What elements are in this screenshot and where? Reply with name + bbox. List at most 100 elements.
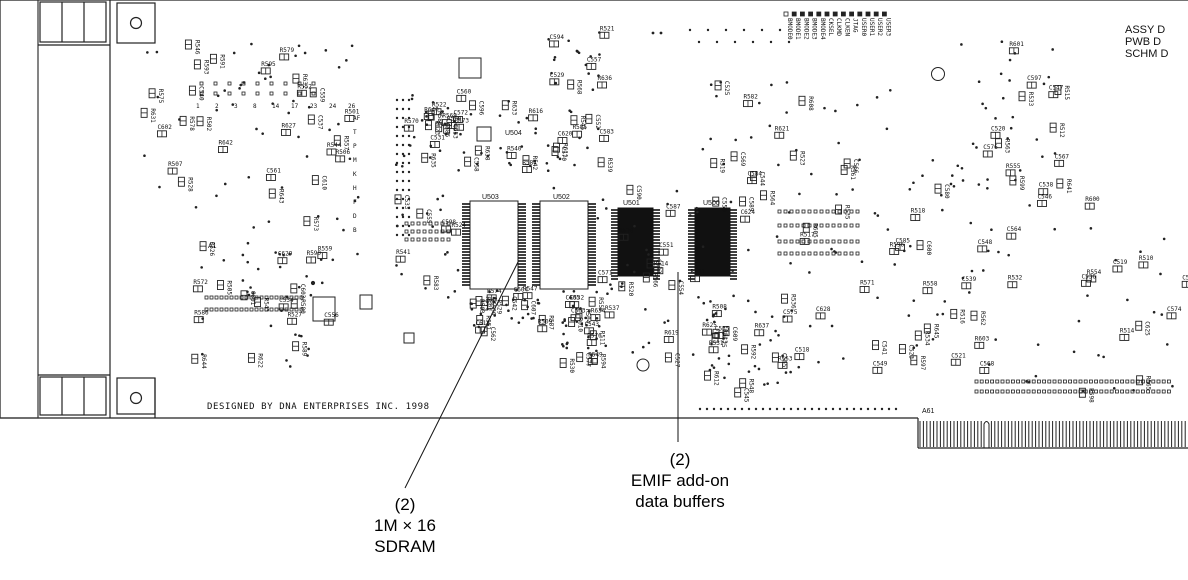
- ref-r634: R634: [591, 308, 606, 315]
- ref-r549: R549: [588, 352, 603, 359]
- ref-c610: C610: [320, 176, 327, 191]
- ref-r582: R582: [743, 94, 758, 101]
- ref-r525: R525: [720, 333, 727, 348]
- header-row-letter: AF: [353, 115, 361, 122]
- ref-r594: R594: [599, 354, 606, 369]
- ref-r598: R598: [1087, 388, 1094, 403]
- ref-c565: C565: [780, 353, 787, 368]
- ref-c556: C556: [324, 312, 339, 319]
- emif-desc: data buffers: [635, 492, 725, 511]
- ref-c618: C618: [476, 320, 491, 327]
- ref-r509: R509: [538, 319, 553, 326]
- ref-c544: C544: [759, 172, 766, 187]
- sdram-spec: 1M × 16: [374, 516, 436, 535]
- ref-r518: R518: [911, 208, 926, 215]
- ref-r510: R510: [1139, 255, 1154, 262]
- sdram-count: (2): [394, 495, 416, 514]
- jtag-pin-label: BMODE3: [811, 18, 818, 40]
- jtag-pin-label: BMODE1: [794, 18, 801, 40]
- ref-r508: R508: [712, 304, 727, 311]
- ref-r561: R561: [849, 165, 856, 180]
- jtag-pin-label: BMODE2: [802, 18, 809, 40]
- callout-leaders: [404, 261, 679, 489]
- ref-r521: R521: [600, 25, 615, 32]
- ref-r590: R590: [307, 250, 322, 257]
- ref-r575: R575: [157, 89, 164, 104]
- ref-r578: R578: [188, 116, 195, 131]
- jtag-pin-label: USER1: [868, 18, 875, 36]
- ref-r611: R611: [561, 143, 568, 158]
- ref-r511: R511: [598, 331, 605, 346]
- ref-r627: R627: [281, 122, 296, 129]
- ref-r557: R557: [342, 136, 349, 151]
- ref-r507: R507: [168, 161, 183, 168]
- ref-c600: C600: [925, 241, 932, 256]
- ref-c527: C527: [673, 353, 680, 368]
- ref-r512: R512: [1058, 123, 1065, 138]
- ref-c580: C580: [943, 184, 950, 199]
- ref-r633: R633: [510, 101, 517, 116]
- ref-r640: R640: [424, 106, 439, 113]
- ref-c537: C537: [316, 115, 323, 130]
- ref-r589: R589: [301, 342, 308, 357]
- assy-line: ASSY D: [1125, 24, 1166, 36]
- ref-r569: R569: [442, 113, 457, 120]
- ref-c552: C552: [594, 114, 601, 129]
- ref-r623: R623: [433, 121, 440, 136]
- header-pin-number: 24: [329, 103, 337, 110]
- ref-r588: R588: [436, 111, 443, 126]
- ref-r580: R580: [299, 299, 306, 314]
- header-row-letter: M: [353, 157, 357, 164]
- ref-r530: R530: [568, 358, 575, 373]
- header-pin-number: 23: [310, 103, 318, 110]
- ref-c551: C551: [659, 242, 674, 249]
- jtag-pin-label: CLKEN: [843, 18, 850, 36]
- ref-c531: C531: [430, 134, 445, 141]
- ref-c570: C570: [560, 147, 567, 162]
- ref-r573: R573: [312, 217, 319, 232]
- ref-c569: C569: [739, 152, 746, 167]
- ref-c602: C602: [157, 124, 172, 131]
- ref-c623: C623: [655, 259, 662, 274]
- ref-r540: R540: [507, 145, 522, 152]
- ref-c521: C521: [951, 352, 966, 359]
- sdram-callout: (2) 1M × 16 SDRAM: [345, 494, 465, 557]
- ref-r579: R579: [280, 47, 295, 54]
- ref-c575: C575: [783, 309, 798, 316]
- ref-r560: R560: [447, 116, 462, 123]
- ref-c540: C540: [197, 86, 204, 101]
- ref-c624: C624: [741, 209, 756, 216]
- ref-c589: C589: [748, 197, 755, 212]
- ref-r610: R610: [577, 318, 584, 333]
- ref-c568: C568: [980, 361, 995, 368]
- label-u504: U504: [505, 130, 522, 137]
- buffer-chip-u500: [688, 207, 737, 280]
- ref-r513: R513: [721, 329, 728, 344]
- ref-r644: R644: [200, 354, 207, 369]
- ref-r641: R641: [1065, 179, 1072, 194]
- ref-r642: R642: [218, 140, 233, 147]
- ref-c590: C590: [635, 185, 642, 200]
- ref-c554: C554: [677, 281, 684, 296]
- ref-c607: C607: [530, 301, 537, 316]
- ref-r608: R608: [807, 96, 814, 111]
- ref-c586: C586: [444, 123, 451, 138]
- ref-c596: C596: [478, 101, 485, 116]
- sdram-leader: [404, 261, 519, 489]
- ref-r538: R538: [619, 227, 634, 234]
- header-row-letter: F: [353, 199, 357, 206]
- ref-r591: R591: [218, 54, 225, 69]
- sdram-type: SDRAM: [374, 537, 436, 556]
- ref-r536: R536: [790, 294, 797, 309]
- ref-c557: C557: [587, 56, 602, 63]
- ref-r599: R599: [1018, 176, 1025, 191]
- ref-r584: R584: [522, 160, 537, 167]
- ref-r583: R583: [432, 276, 439, 291]
- jtag-pin-label: USER0: [860, 18, 867, 36]
- ref-c555: C555: [425, 209, 432, 224]
- ref-r543: R543: [263, 298, 270, 313]
- ref-r533: R533: [1027, 92, 1034, 107]
- label-a1: A1: [208, 243, 217, 250]
- ref-c553: C553: [452, 124, 459, 139]
- reference-designators: R642R643R644R635R633C620R614R612R605C600…: [149, 25, 1188, 403]
